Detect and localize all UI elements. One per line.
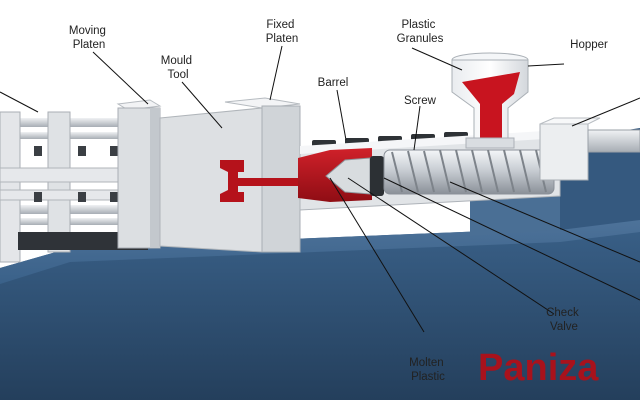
label-molten-plastic-line-1: Molten [409, 357, 444, 369]
label-moving-platen-line-1: Moving [69, 25, 106, 37]
label-check-valve-line-1: Check [546, 307, 579, 319]
label-moving-platen: Moving Platen [69, 25, 109, 51]
label-fixed-platen: Fixed Platen [266, 19, 299, 45]
label-fixed-platen-line-2: Platen [266, 33, 299, 45]
leader-lines [0, 45, 640, 333]
machine-base [0, 128, 640, 400]
labels: Moving Platen Mould Tool Fixed Platen Ba… [69, 19, 608, 383]
label-hopper-line-1: Hopper [570, 39, 608, 51]
label-molten-plastic-line-2: Plastic [411, 371, 445, 383]
label-plastic-granules: Plastic Granules [397, 19, 444, 45]
label-mould-tool-line-1: Mould [161, 55, 192, 67]
label-molten-plastic: Molten Plastic [409, 357, 447, 383]
hopper [451, 52, 529, 149]
label-screw: Screw [404, 95, 437, 107]
label-mould-tool: Mould Tool [161, 55, 196, 81]
label-hopper: Hopper [570, 39, 608, 51]
label-barrel-line-1: Barrel [318, 77, 349, 89]
brand-logo-text: Paniza [478, 347, 599, 389]
label-plastic-granules-line-2: Granules [397, 33, 444, 45]
label-screw-line-1: Screw [404, 95, 437, 107]
drive-unit [539, 117, 640, 181]
label-plastic-granules-line-1: Plastic [401, 19, 435, 31]
label-check-valve: Check Valve [546, 307, 582, 333]
mould-cavity [220, 160, 300, 202]
label-check-valve-line-2: Valve [550, 321, 578, 333]
label-mould-tool-line-2: Tool [167, 69, 188, 81]
moving-platen [116, 99, 162, 249]
label-fixed-platen-line-1: Fixed [266, 19, 294, 31]
label-barrel: Barrel [318, 77, 349, 89]
label-moving-platen-line-2: Platen [73, 39, 106, 51]
screw [325, 149, 555, 196]
